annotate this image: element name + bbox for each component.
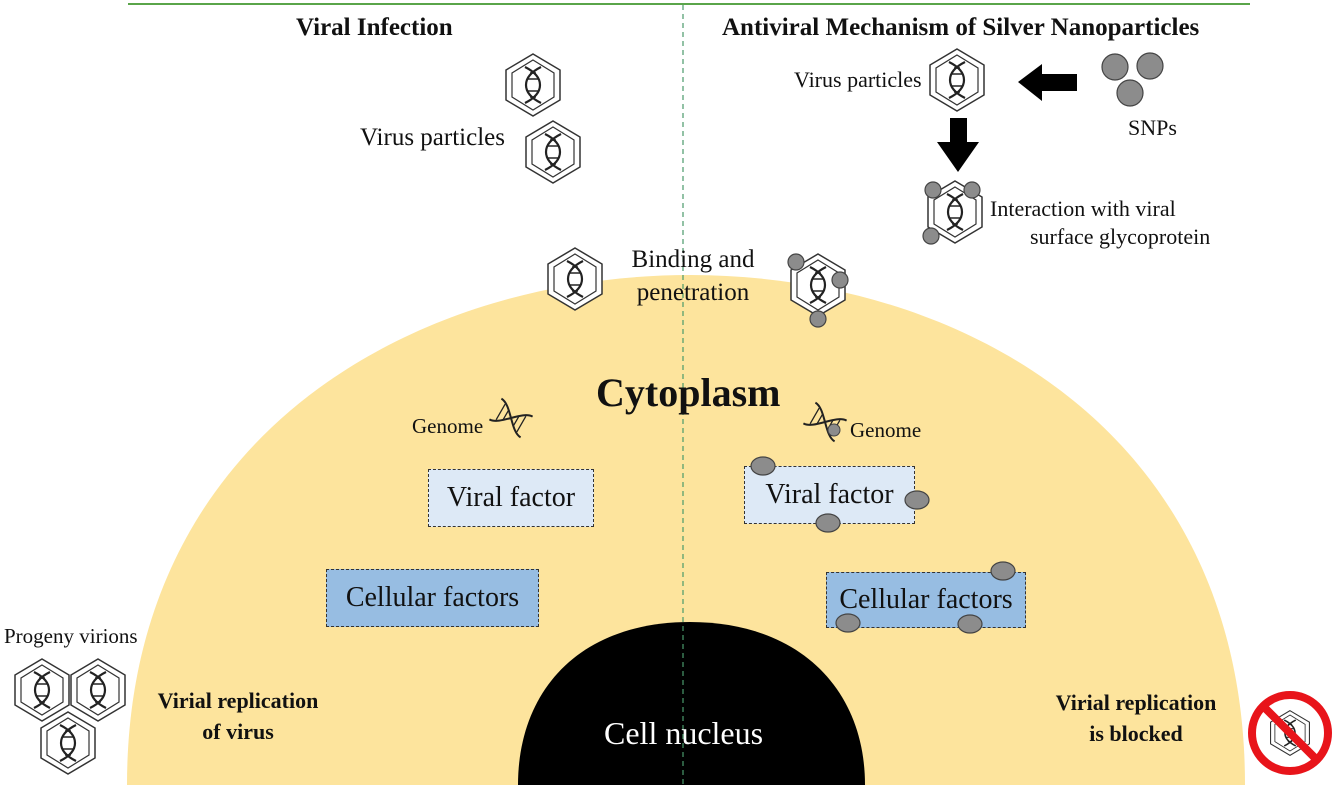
nanoparticle-icon: [827, 423, 841, 437]
nanoparticle-icon: [1101, 53, 1129, 81]
nanoparticle-icon: [1136, 52, 1164, 80]
nanoparticle-icon: [963, 181, 981, 199]
nanoparticle-icon: [831, 271, 849, 289]
right-genome-label: Genome: [850, 418, 922, 442]
nanoparticle-icon: [1116, 79, 1144, 107]
cellular-factors-box: Cellular factors: [326, 569, 539, 627]
cytoplasm-label: Cytoplasm: [596, 370, 781, 415]
replication-label: Virial replication of virus: [152, 688, 324, 745]
cellular-factors-label: Cellular factors: [345, 582, 520, 613]
replication-label-line2: of virus: [202, 719, 274, 745]
virus-particle-icon: [504, 52, 562, 118]
right-viral-factor-box: Viral factor: [744, 466, 915, 524]
binding-label: Binding and penetration: [618, 246, 768, 308]
interaction-label-line1: Interaction with viral: [990, 196, 1176, 221]
blocked-label-line1: Virial replication: [1055, 690, 1217, 715]
snps-label: SNPs: [1128, 115, 1177, 140]
replication-label-line1: Virial replication: [157, 688, 319, 713]
viral-factor-box: Viral factor: [428, 469, 594, 527]
viral-factor-label: Viral factor: [446, 482, 576, 513]
nanoparticle-icon: [922, 227, 940, 245]
virus-particle-icon: [524, 119, 582, 185]
arrow-down-icon: [937, 118, 979, 172]
nanoparticle-icon: [809, 310, 827, 328]
virus-particle-icon: [69, 657, 127, 723]
nanoparticle-icon: [787, 253, 805, 271]
virus-particle-icon: [13, 657, 71, 723]
virus-particles-label: Virus particles: [360, 124, 505, 151]
arrow-left-icon: [1018, 64, 1077, 101]
progeny-virions-label: Progeny virions: [4, 624, 138, 648]
virus-particle-icon: [39, 710, 97, 776]
cytoplasm-region: [127, 275, 1245, 785]
right-panel-title: Antiviral Mechanism of Silver Nanopartic…: [722, 14, 1200, 41]
interaction-label: Interaction with viral surface glycoprot…: [990, 196, 1210, 250]
cell-nucleus: [518, 622, 865, 785]
genome-label: Genome: [412, 414, 484, 438]
prohibition-icon: [1248, 691, 1332, 775]
binding-label-line1: Binding and: [631, 246, 755, 273]
blocked-label: Virial replication is blocked: [1048, 690, 1224, 747]
blocked-label-line2: is blocked: [1089, 721, 1183, 747]
right-cellular-factors-label: Cellular factors: [839, 584, 1013, 615]
right-cellular-factors-box: Cellular factors: [826, 572, 1026, 628]
left-panel-title: Viral Infection: [296, 14, 453, 41]
binding-label-line2: penetration: [636, 278, 750, 306]
virus-particle-icon: [928, 47, 986, 113]
cell-nucleus-label: Cell nucleus: [604, 715, 764, 751]
right-virus-particles-label: Virus particles: [794, 67, 922, 92]
nanoparticle-icon: [924, 181, 942, 199]
right-viral-factor-label: Viral factor: [765, 479, 894, 510]
interaction-label-line2: surface glycoprotein: [1030, 224, 1211, 250]
